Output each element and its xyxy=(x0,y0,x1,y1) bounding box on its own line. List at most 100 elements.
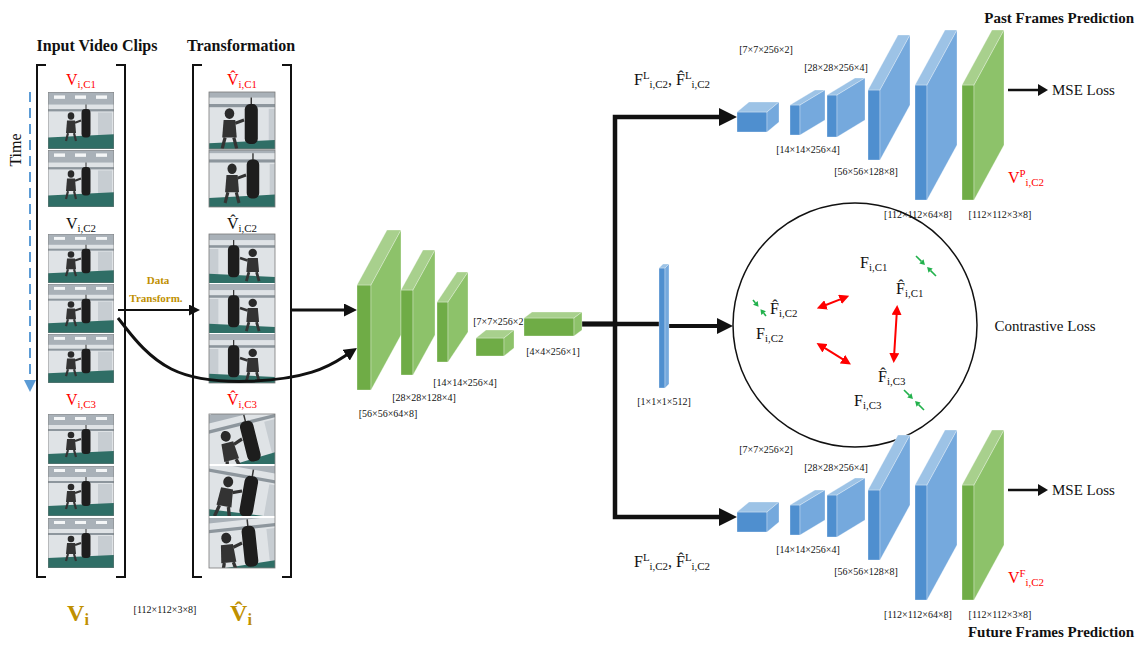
block-face xyxy=(927,30,957,200)
symbol-superscript: L xyxy=(685,551,692,563)
block-face xyxy=(790,105,800,135)
feature-pair: F̂i,C3Fi,C3 xyxy=(850,366,934,414)
text-holder: FLi,C2, F̂Li,C2 xyxy=(632,553,712,571)
node-text: Fi,C3 xyxy=(854,392,881,409)
decoder-block: VPi,C2[112×112×3×8] xyxy=(962,30,1004,200)
symbol-subscript: i xyxy=(84,610,89,629)
text-holder: VFi,C2 xyxy=(1008,569,1044,587)
text-holder: MSE Loss xyxy=(1052,481,1115,499)
video-frame xyxy=(48,518,114,568)
symbol-subscript: i xyxy=(247,610,252,629)
symbol-subscript: i,C1 xyxy=(905,287,923,299)
node-text: [112×112×3×8] xyxy=(969,209,1032,220)
block-face xyxy=(737,512,767,532)
edge-label: Data Transform. xyxy=(129,274,184,304)
pull-arrowhead xyxy=(927,267,933,273)
edge-label: FLi,C2, F̂Li,C2 xyxy=(632,71,712,88)
block-face xyxy=(837,78,865,137)
block-face xyxy=(915,85,927,200)
decoder-block-outline xyxy=(962,430,1004,600)
text-part: [112×112×64×8] xyxy=(884,209,952,220)
connector xyxy=(669,324,722,328)
encoder-block: [28×28×128×4] xyxy=(401,250,435,375)
pull-arrows xyxy=(916,256,936,276)
frame-border xyxy=(209,92,275,149)
block-face xyxy=(880,35,910,160)
node-text: Contrastive Loss xyxy=(994,318,1095,334)
decoder-block: [56×56×128×8] xyxy=(868,35,910,160)
free-label: MSE Loss xyxy=(1052,82,1115,98)
text-holder: F̂i,C1 xyxy=(896,280,923,298)
loss-arrow xyxy=(1008,489,1040,492)
text-holder: [28×28×256×4] xyxy=(804,57,868,75)
node-text: [112×112×3×8] xyxy=(969,609,1032,620)
symbol-base: F̂ xyxy=(676,71,685,88)
node-text: Fi,C2 xyxy=(756,325,783,342)
pull-arrows xyxy=(904,390,924,410)
text-holder: V̂i,C1 xyxy=(227,71,257,89)
video-frame xyxy=(209,92,275,149)
symbol-base: F̂ xyxy=(676,553,685,570)
pull-arrowhead xyxy=(907,393,913,399)
symbol-superscript: P xyxy=(1020,167,1026,179)
video-clip: Vi,C1 xyxy=(44,70,118,212)
decoder-block-outline xyxy=(737,502,779,532)
symbol-base: V̂ xyxy=(227,391,239,408)
node-text: Fi,C1 xyxy=(860,254,887,271)
edge-label: FLi,C2, F̂Li,C2 xyxy=(632,553,712,570)
pull-arrow-line xyxy=(904,390,909,395)
block-face xyxy=(665,264,669,388)
symbol-base: V xyxy=(1008,569,1020,586)
symbol-base: F xyxy=(756,325,765,342)
circle-outline xyxy=(733,203,977,447)
block-face xyxy=(504,330,514,356)
text-part: [1×1×1×512] xyxy=(637,396,691,407)
text-part: [14×14×256×4] xyxy=(776,544,840,555)
node-text: [1×1×1×512] xyxy=(637,396,691,407)
text-part: [7×7×256×2] xyxy=(739,44,793,55)
feature-vector: [1×1×1×512] xyxy=(659,264,669,388)
video-frame xyxy=(48,466,114,516)
video-frame xyxy=(48,234,114,283)
node-text: Transformation xyxy=(187,37,295,54)
clip-bracket: Input Video ClipsViVi,C1Vi,C2Vi,C3 xyxy=(36,64,126,578)
time-arrowhead xyxy=(24,380,36,392)
symbol-subscript: i,C2 xyxy=(779,307,797,319)
decoder-block-outline xyxy=(868,435,910,560)
video-frame xyxy=(48,92,114,149)
free-label: Future Frames Prediction xyxy=(968,624,1134,640)
video-frame xyxy=(48,414,114,464)
text-holder: V̂i,C3 xyxy=(227,391,257,409)
symbol-subscript: i,C2 xyxy=(692,560,710,572)
symbol-base: V xyxy=(1008,169,1020,186)
text-holder: V̂i xyxy=(230,600,252,628)
node-text: [28×28×256×4] xyxy=(804,462,868,473)
text-holder: V̂i,C2 xyxy=(227,215,257,233)
decoder-block: [7×7×256×2] xyxy=(737,502,779,532)
node-text: V̂i,C1 xyxy=(227,71,257,88)
pull-arrow-line xyxy=(919,405,924,410)
symbol-superscript: L xyxy=(643,69,650,81)
text-holder: Fi,C1 xyxy=(860,254,887,272)
block-face xyxy=(974,30,1004,200)
decoder-block-outline xyxy=(827,478,865,537)
loss-arrowhead xyxy=(1038,484,1048,496)
encoder-block: [7×7×256×2] xyxy=(476,330,514,356)
time-arrow xyxy=(24,92,36,392)
text-part: [7×7×256×2] xyxy=(473,316,527,327)
block-face xyxy=(737,112,767,132)
symbol-subscript: i,C1 xyxy=(78,78,96,90)
node-text: [7×7×256×2] xyxy=(473,316,527,327)
text-holder: Time xyxy=(7,133,25,166)
symbol-subscript: i,C2 xyxy=(1026,176,1044,188)
video-frame xyxy=(48,284,114,333)
node-text: [4×4×256×1] xyxy=(526,346,580,357)
node-text: VFi,C2 xyxy=(1008,569,1044,586)
connector xyxy=(118,309,192,311)
text-holder: [4×4×256×1] xyxy=(526,341,580,359)
decoder-block: [56×56×128×8] xyxy=(868,435,910,560)
symbol-subscript: i,C2 xyxy=(650,560,668,572)
encoder-block: [56×56×64×8] xyxy=(357,230,401,390)
symbol-base: F xyxy=(634,553,643,570)
time-line xyxy=(29,92,31,380)
